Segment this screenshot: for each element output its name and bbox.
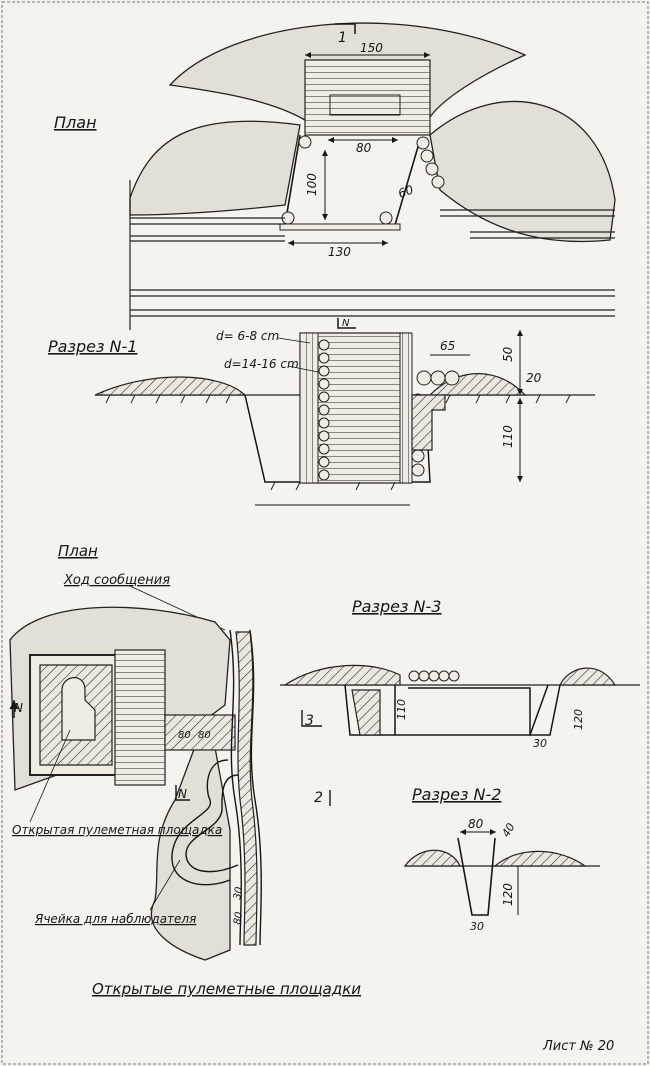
- dim-30-s2: 30: [470, 920, 484, 933]
- section-3-parapet-left: [282, 664, 401, 686]
- dim-120-s2: 120: [501, 883, 515, 906]
- section-3-title: Разрез N-3: [352, 597, 441, 616]
- north-mark-top: N: [342, 318, 350, 329]
- section-marker-1: 1: [338, 30, 347, 46]
- parapet-left: [94, 376, 247, 396]
- section-marker-arrow: [335, 23, 356, 34]
- north-marker-lines: [337, 318, 356, 329]
- section-1: Разрез N-1: [48, 329, 595, 506]
- dim-100: 100: [305, 173, 319, 196]
- dim-65: 65: [440, 339, 455, 353]
- gun-pit-platform: [39, 664, 113, 766]
- plan-title-lower: План: [58, 542, 98, 560]
- dim-80-b: 80: [198, 730, 211, 741]
- dim-120-s3: 120: [572, 709, 585, 730]
- section-2-parapet-left: [403, 849, 461, 867]
- section-3-parapet-right: [559, 667, 617, 686]
- dim-30-lower: 30: [232, 886, 245, 900]
- sheet-number: Лист № 20: [542, 1039, 614, 1054]
- label-log-large: d=14-16 cm: [224, 357, 299, 371]
- dim-60: 60: [396, 182, 415, 201]
- log-column-left: [299, 332, 330, 484]
- label-communication-trench: Ход сообщения: [63, 573, 170, 588]
- lower-plan: План Ход сообщения Открытая пулеметная п…: [9, 542, 331, 961]
- north-mark-lower-2: N: [178, 787, 187, 801]
- section-marker-3: 3: [305, 713, 314, 729]
- dim-80-lower: 80: [232, 911, 245, 925]
- revetment-board: [279, 223, 401, 231]
- parapet-mound-right: [429, 100, 616, 243]
- footer-title: Открытые пулеметные площадки: [92, 980, 361, 998]
- section-3: Разрез N-3 110 120 30: [280, 597, 640, 750]
- plan-title-top: План: [54, 113, 97, 132]
- label-open-platform-text: Открытая пулеметная площадка: [12, 823, 222, 837]
- observer-cell: [171, 759, 239, 886]
- section-marker-2: 2: [314, 790, 323, 806]
- communication-trench: [229, 629, 262, 946]
- trench-floor: [235, 631, 258, 946]
- dim-80-s2: 80: [468, 817, 484, 831]
- section-3-trench: [528, 684, 561, 736]
- dim-130: 130: [328, 245, 351, 259]
- dim-30-s3: 30: [533, 737, 547, 750]
- section-2-title: Разрез N-2: [412, 785, 501, 804]
- label-observer-cell: Ячейка для наблюдателя: [34, 912, 196, 926]
- gun-rest: [329, 94, 401, 116]
- label-open-platform: Открытая пулеметная площадка: [12, 823, 222, 837]
- label-log-small: d= 6-8 cm: [216, 329, 279, 343]
- ground-ticks-1: [105, 394, 571, 491]
- section-3-logs: [408, 670, 460, 682]
- dim-80: 80: [356, 141, 372, 155]
- dim-20: 20: [526, 371, 542, 385]
- top-plan: 150 80 100 60 130 1 N План: [54, 22, 616, 330]
- platform-deck: [304, 59, 431, 136]
- section-2-parapet-right: [493, 850, 587, 867]
- dim-110: 110: [501, 425, 515, 448]
- parapet-mound-left: [129, 120, 301, 216]
- north-mark-lower: N: [14, 701, 23, 715]
- dim-80-a: 80: [178, 730, 191, 741]
- step-fill: [411, 394, 446, 451]
- dim-150: 150: [360, 41, 383, 55]
- dim-50: 50: [501, 346, 515, 362]
- section-3-step: [351, 689, 381, 736]
- section-2-trench: [457, 837, 496, 916]
- communication-trench-lines: [129, 180, 615, 330]
- dim-110-s3: 110: [395, 699, 408, 720]
- dim-40-s2: 40: [499, 821, 517, 840]
- connecting-passage: [164, 714, 236, 751]
- section-1-title: Разрез N-1: [48, 337, 137, 356]
- revetment-log-stack: [114, 649, 166, 786]
- section-2: Разрез N-2 80 40 120 30: [403, 785, 600, 933]
